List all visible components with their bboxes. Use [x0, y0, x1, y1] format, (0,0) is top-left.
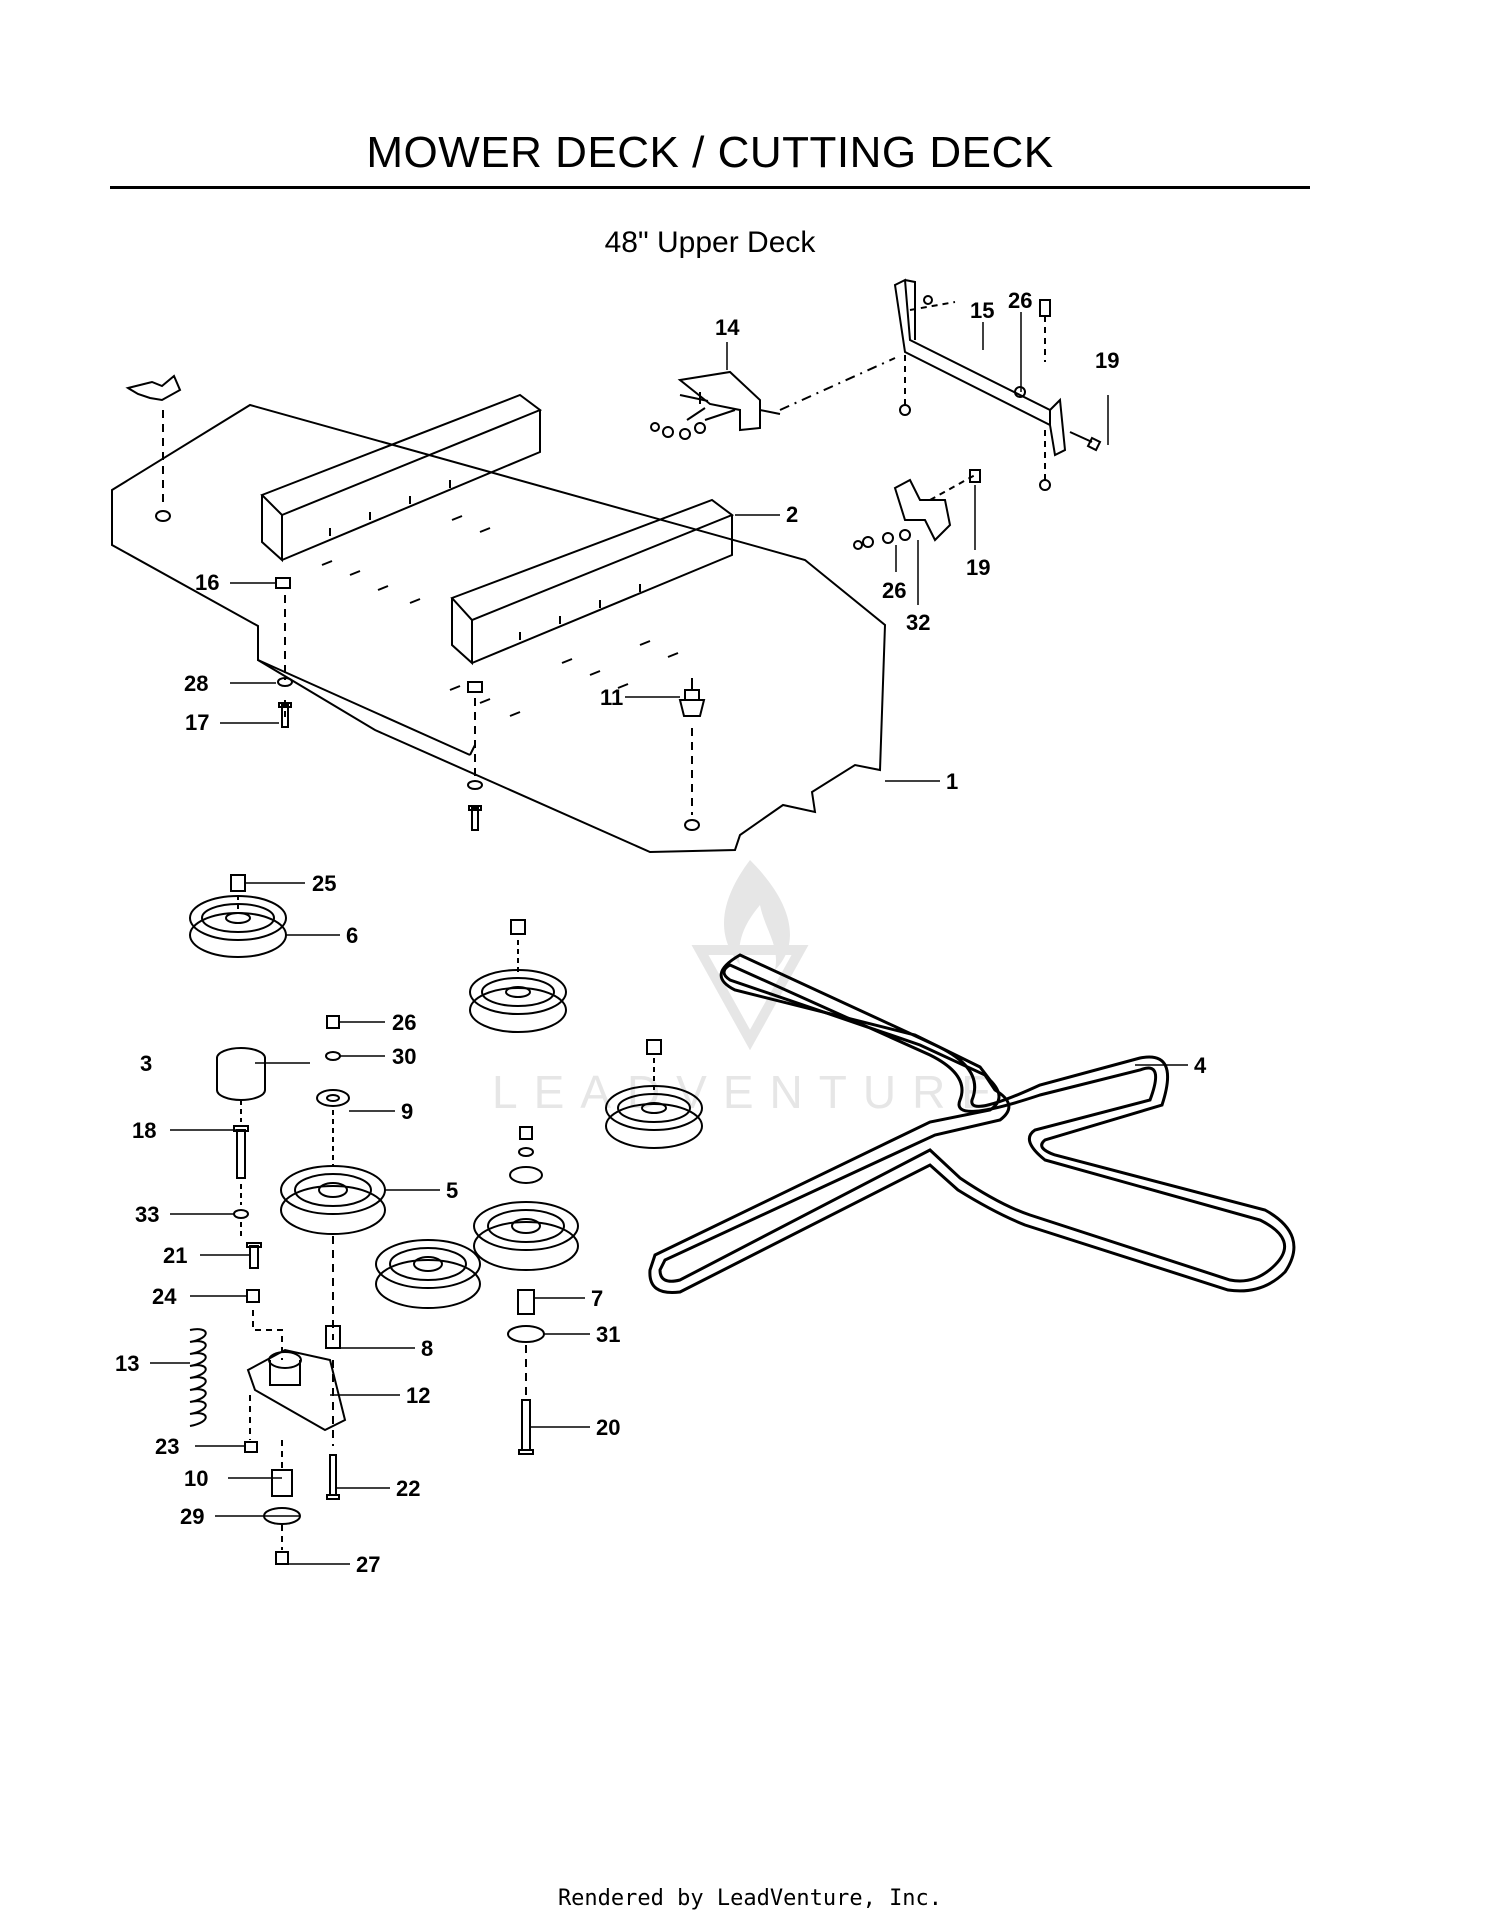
callout-10: 10: [184, 1466, 208, 1491]
callout-26c: 26: [392, 1010, 416, 1035]
callout-32: 32: [906, 610, 930, 635]
pulley-stack-right: [473, 1201, 579, 1271]
page-title: MOWER DECK / CUTTING DECK: [366, 128, 1054, 177]
pulley-center-lower: [375, 1239, 481, 1309]
callout-15: 15: [970, 298, 994, 323]
callout-31: 31: [596, 1322, 620, 1347]
callout-13: 13: [115, 1351, 139, 1376]
spacer-7: [517, 1289, 535, 1315]
bolt-18: [233, 1125, 249, 1179]
callout-9: 9: [401, 1099, 413, 1124]
callout-4: 4: [1194, 1053, 1207, 1078]
callout-27: 27: [356, 1552, 380, 1577]
callout-20: 20: [596, 1415, 620, 1440]
idler-arm-12: [246, 1348, 347, 1432]
callout-33: 33: [135, 1202, 159, 1227]
callout-25: 25: [312, 871, 336, 896]
callout-3: 3: [140, 1051, 152, 1076]
wing-knob: [125, 374, 182, 402]
bolt-17: [278, 702, 292, 728]
flame-logo-icon: [723, 860, 790, 970]
callout-8: 8: [421, 1336, 433, 1361]
callout-30: 30: [392, 1044, 416, 1069]
diagram-subtitle: 48" Upper Deck: [604, 226, 816, 259]
callout-12: 12: [406, 1383, 430, 1408]
callout-16: 16: [195, 570, 219, 595]
spacer-10: [271, 1469, 293, 1497]
deck-cover-left: [260, 393, 543, 563]
callout-19: 19: [1095, 348, 1119, 373]
callout-26: 26: [1008, 288, 1032, 313]
callout-29: 29: [180, 1504, 204, 1529]
deck-skirt: [257, 626, 476, 756]
watermark: LEADVENTURE: [492, 860, 1008, 1118]
bracket-lower: [893, 478, 952, 542]
callout-5: 5: [446, 1178, 458, 1203]
callout-17: 17: [185, 710, 209, 735]
callout-18: 18: [132, 1118, 156, 1143]
bracket-15: [893, 278, 1067, 457]
clip-nut: [275, 577, 291, 589]
deck-cover-right: [450, 498, 735, 666]
footer-credit: Rendered by LeadVenture, Inc.: [557, 1886, 943, 1911]
callout-6: 6: [346, 923, 358, 948]
callout-1: 1: [946, 769, 958, 794]
bolt-21: [246, 1242, 262, 1269]
belt-4: [658, 963, 1286, 1283]
nut-25: [230, 874, 246, 892]
nut-27: [275, 1551, 289, 1565]
watermark-text: LEADVENTURE: [492, 1066, 1008, 1118]
bolt-20: [518, 1399, 534, 1455]
nut-24: [246, 1289, 260, 1303]
callout-24: 24: [152, 1284, 177, 1309]
pulley-5: [280, 1165, 386, 1235]
callout-2: 2: [786, 502, 798, 527]
callout-11: 11: [600, 685, 623, 710]
callout-21: 21: [163, 1243, 187, 1268]
deck-plug: [678, 678, 706, 717]
callout-26b: 26: [882, 578, 906, 603]
callout-28: 28: [184, 671, 208, 696]
bolt-22: [326, 1454, 340, 1500]
deck-slots: [321, 515, 679, 717]
bumper-3: [216, 1047, 266, 1101]
spring-13: [189, 1328, 207, 1427]
callout-14: 14: [715, 315, 740, 340]
callout-22: 22: [396, 1476, 420, 1501]
bracket-14: [677, 370, 781, 432]
callout-19b: 19: [966, 555, 990, 580]
callout-23: 23: [155, 1434, 179, 1459]
title-rule: [110, 186, 1310, 189]
callout-7: 7: [591, 1286, 603, 1311]
deck-plate: [111, 403, 887, 854]
pulley-idler-top: [469, 969, 567, 1033]
